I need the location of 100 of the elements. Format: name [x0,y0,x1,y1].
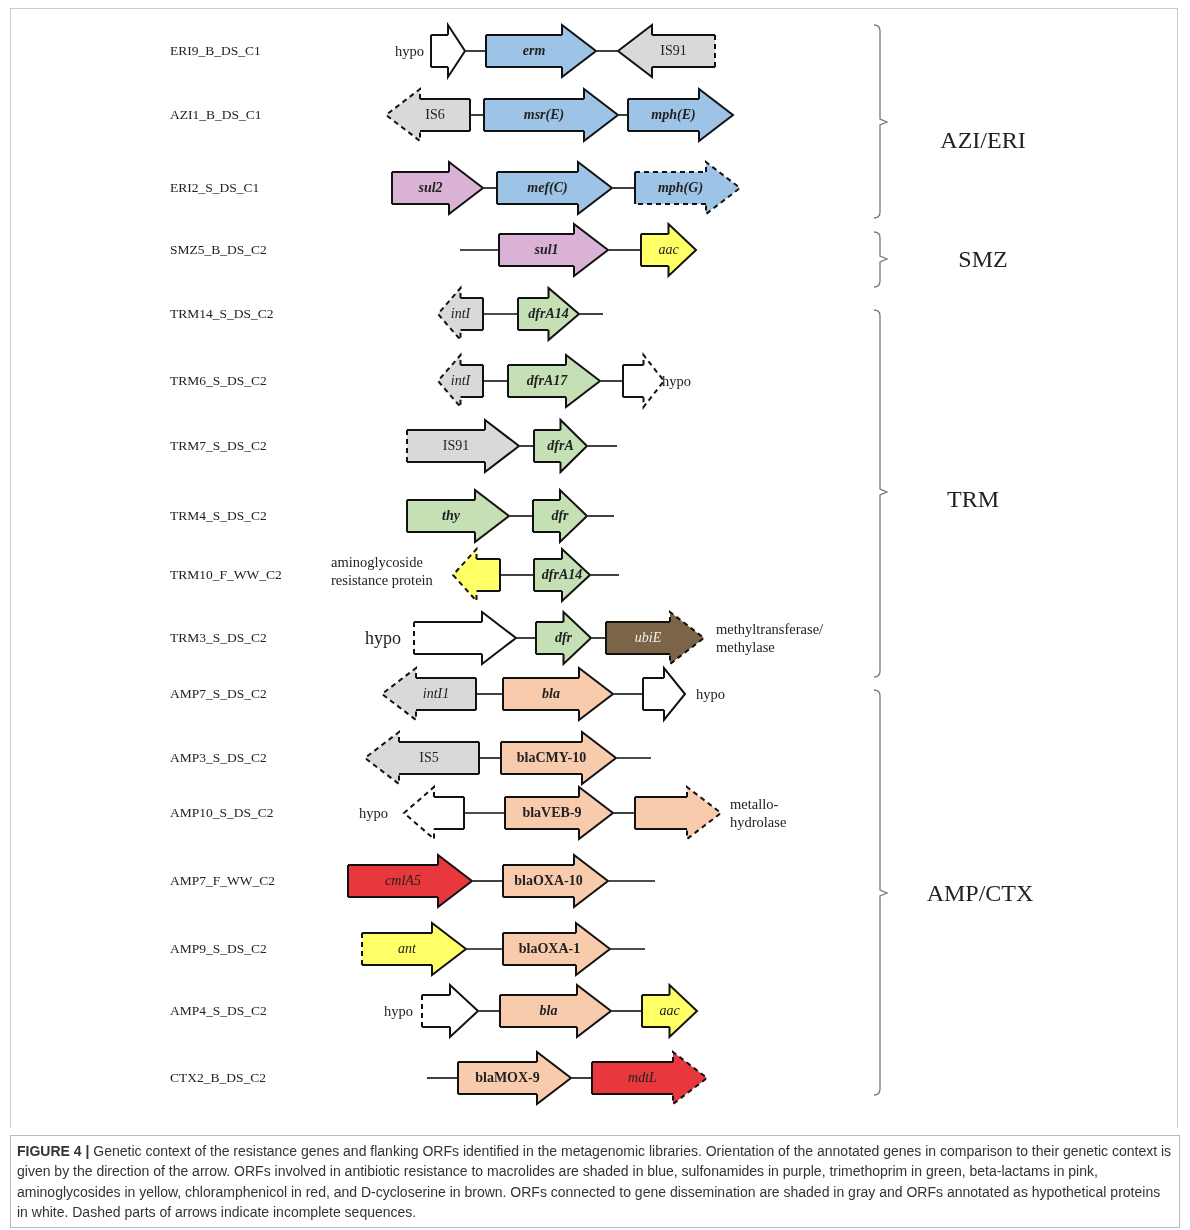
sample-label: TRM14_S_DS_C2 [170,306,274,322]
gene-name: dfrA [547,439,574,453]
sample-label: AMP4_S_DS_C2 [170,1003,267,1019]
sample-label: TRM6_S_DS_C2 [170,373,267,389]
gene-name: IS91 [660,44,687,58]
gene-name: msr(E) [523,108,565,122]
connector-line [596,50,618,52]
gene-name: thy [442,509,460,523]
gene-block [642,667,686,721]
gene-annotation: hypo [696,684,725,704]
connector-line [470,114,484,116]
gene-name: bla [542,687,560,701]
gene-block [406,489,510,543]
connector-line [464,812,505,814]
gene-annotation: hypo [384,1001,413,1021]
gene-block [485,24,597,78]
sample-label: AZI1_B_DS_C1 [170,107,262,123]
gene-block [617,24,716,78]
gene-block [385,88,471,142]
gene-block [502,854,609,908]
gene-name: blaCMY-10 [516,751,587,765]
gene-block [498,223,609,277]
connector-line [613,812,635,814]
gene-name: IS5 [419,751,439,765]
gene-block [457,1051,572,1105]
gene-block [500,731,617,785]
group-label: SMZ [958,245,1008,273]
gene-block [452,548,501,602]
group-label: AZI/ERI [940,126,1026,154]
gene-block [535,611,592,665]
connector-line [618,114,628,116]
gene-block [413,611,517,665]
connector-line [612,187,635,189]
gene-name: IS91 [442,439,470,453]
gene-block [634,161,741,215]
gene-block [507,354,601,408]
sample-label: ERI9_B_DS_C1 [170,43,261,59]
connector-line [611,1010,642,1012]
sample-label: AMP3_S_DS_C2 [170,750,267,766]
gene-name: sul1 [534,243,559,257]
gene-block [502,667,614,721]
gene-block [517,287,580,341]
group-label: TRM [947,485,999,513]
gene-name: aac [658,243,679,257]
connector-line [465,50,486,52]
gene-block [361,922,467,976]
connector-line [478,1010,500,1012]
gene-name: ubiE [634,631,662,645]
gene-name: intI [450,374,471,388]
gene-name: sul2 [418,181,443,195]
sample-label: AMP10_S_DS_C2 [170,805,274,821]
connector-line [479,757,501,759]
gene-name: erm [522,44,546,58]
connector-line [483,187,497,189]
gene-block [421,984,479,1038]
gene-block [437,287,484,341]
gene-block [347,854,473,908]
gene-block [364,731,480,785]
gene-block [381,667,477,721]
connector-line [600,380,623,382]
connector-line [466,948,503,950]
gene-block [437,354,484,408]
gene-annotation: metallo- hydrolase [730,794,788,832]
gene-annotation: hypo [365,626,401,650]
sample-label: TRM3_S_DS_C2 [170,630,267,646]
connector-line [483,380,508,382]
gene-name: intI [450,307,471,321]
connector-line [509,515,533,517]
group-label: AMP/CTX [926,879,1034,907]
gene-name: blaMOX-9 [475,1071,540,1085]
sample-label: TRM4_S_DS_C2 [170,508,267,524]
connector-line [516,637,536,639]
sample-label: CTX2_B_DS_C2 [170,1070,267,1086]
connector-line [608,249,641,251]
sample-label: TRM7_S_DS_C2 [170,438,267,454]
gene-block [483,88,619,142]
gene-block [391,161,484,215]
gene-name: IS6 [425,108,445,122]
gene-annotation: methyltransferase/ methylase [716,619,825,657]
gene-annotation: hypo [359,803,388,823]
gene-block [641,984,698,1038]
gene-block [504,786,614,840]
gene-name: dfrA14 [541,568,583,582]
figure-caption: FIGURE 4 | Genetic context of the resistance genes and flanking ORFs identified in the metagenomic libraries. Orientation of the annotated genes in comparison to their genetic context is given by the direction of the arrow. ORFs involved in antibiotic resistance to macrolides are shaded in blue, sulfonamides in purple, trimethoprim in green, beta-lactams in pink, aminoglycosides in yellow, chloramphenicol in red, and D-cycloserine in brown. ORFs connected to gene dissemination are shaded in gray and ORFs annotated as hypothetical proteins in white. Dashed parts of arrows indicate incomplete sequences. [10,1135,1180,1229]
gene-block [499,984,612,1038]
gene-name: mph(G) [657,181,704,195]
gene-annotation: hypo [662,371,691,391]
sample-label: ERI2_S_DS_C1 [170,180,260,196]
gene-block [533,548,591,602]
gene-name: intI1 [422,687,450,701]
gene-block [634,786,722,840]
connector-line [571,1077,592,1079]
gene-block [627,88,734,142]
gene-name: ant [398,942,416,956]
sample-label: AMP7_F_WW_C2 [170,873,275,889]
gene-name: mph(E) [651,108,696,122]
gene-annotation: aminoglycoside resistance protein [331,552,434,590]
connector-line [613,693,643,695]
gene-block [605,611,705,665]
sample-label: AMP9_S_DS_C2 [170,941,267,957]
